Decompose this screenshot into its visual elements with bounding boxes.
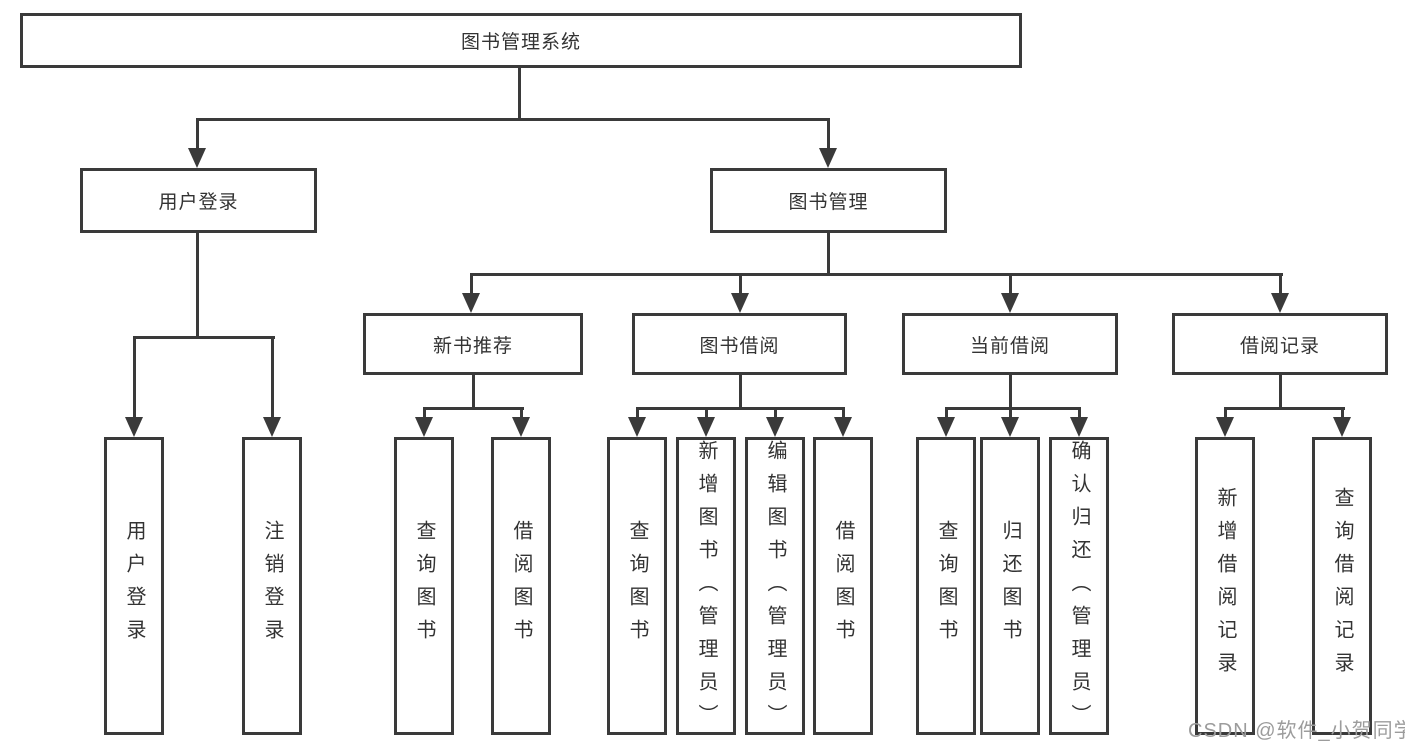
connector-drop-leaf (774, 407, 777, 420)
connector-drop-leaf (842, 407, 845, 420)
leaf-confirm-return-label: 确认归还（管理员） (1068, 440, 1090, 737)
arrow-down-icon (1271, 293, 1289, 313)
arrow-down-icon (263, 417, 281, 437)
leaf-query-book-1: 查询图书 (394, 437, 454, 735)
connector-new-book-rec-stem (472, 373, 475, 410)
connector-current-borrow-spread (945, 407, 1081, 410)
node-current-borrow: 当前借阅 (902, 313, 1118, 375)
connector-drop-leaf (1078, 407, 1081, 420)
connector-drop-leaf (636, 407, 639, 420)
arrow-down-icon (1001, 293, 1019, 313)
leaf-logout: 注销登录 (242, 437, 302, 735)
leaf-borrow-book-2: 借阅图书 (813, 437, 873, 735)
arrow-down-icon (731, 293, 749, 313)
connector-drop-leaf (133, 336, 136, 420)
arrow-down-icon (766, 417, 784, 437)
watermark: CSDN @软件_小贺同学 (1188, 720, 1405, 742)
leaf-query-book-2: 查询图书 (607, 437, 667, 735)
node-book-mgmt: 图书管理 (710, 168, 947, 233)
leaf-query-record: 查询借阅记录 (1312, 437, 1372, 735)
leaf-add-record-label: 新增借阅记录 (1214, 487, 1236, 685)
connector-borrow-records-spread (1224, 407, 1345, 410)
node-book-mgmt-label: 图书管理 (788, 192, 869, 213)
leaf-edit-book-label: 编辑图书（管理员） (764, 440, 786, 737)
connector-drop-leaf (520, 407, 523, 420)
leaf-query-record-label: 查询借阅记录 (1331, 487, 1353, 685)
leaf-confirm-return: 确认归还（管理员） (1049, 437, 1109, 737)
node-borrow-records: 借阅记录 (1172, 313, 1388, 375)
node-root: 图书管理系统 (20, 13, 1022, 68)
node-current-borrow-label: 当前借阅 (969, 335, 1050, 357)
leaf-logout-label: 注销登录 (261, 520, 283, 652)
arrow-down-icon (1333, 417, 1351, 437)
leaf-query-book-3: 查询图书 (916, 437, 976, 735)
connector-drop-user-login (196, 118, 199, 152)
connector-drop-leaf (1341, 407, 1344, 420)
node-borrow-records-label: 借阅记录 (1239, 335, 1320, 357)
node-book-borrow: 图书借阅 (632, 313, 847, 375)
connector-current-borrow-stem (1009, 373, 1012, 410)
node-user-login: 用户登录 (80, 168, 317, 233)
connector-user-login-spread (133, 336, 275, 339)
node-book-borrow-label: 图书借阅 (699, 335, 780, 357)
arrow-down-icon (512, 417, 530, 437)
connector-drop-leaf (423, 407, 426, 420)
node-user-login-label: 用户登录 (158, 192, 239, 213)
arrow-down-icon (697, 417, 715, 437)
connector-drop-current-borrow (1009, 273, 1012, 297)
connector-drop-leaf (1009, 407, 1012, 420)
connector-book-borrow-stem (739, 373, 742, 410)
connector-root-stem (518, 66, 521, 118)
arrow-down-icon (462, 293, 480, 313)
leaf-add-record: 新增借阅记录 (1195, 437, 1255, 735)
connector-drop-leaf (271, 336, 274, 420)
node-new-book-rec: 新书推荐 (363, 313, 583, 375)
leaf-query-book-3-label: 查询图书 (935, 520, 957, 652)
leaf-return-book-label: 归还图书 (999, 520, 1021, 652)
arrow-down-icon (937, 417, 955, 437)
connector-drop-leaf (945, 407, 948, 420)
connector-user-login-stem (196, 230, 199, 336)
arrow-down-icon (415, 417, 433, 437)
arrow-down-icon (628, 417, 646, 437)
connector-drop-book-borrow (739, 273, 742, 297)
arrow-down-icon (188, 148, 206, 168)
leaf-borrow-book-2-label: 借阅图书 (832, 520, 854, 652)
leaf-add-book-label: 新增图书（管理员） (695, 440, 717, 737)
connector-drop-borrow-records (1279, 273, 1282, 297)
leaf-user-login-label: 用户登录 (123, 520, 145, 652)
connector-book-mgmt-spread (470, 273, 1283, 276)
leaf-add-book: 新增图书（管理员） (676, 437, 736, 737)
leaf-user-login: 用户登录 (104, 437, 164, 735)
leaf-borrow-book-1-label: 借阅图书 (510, 520, 532, 652)
leaf-borrow-book-1: 借阅图书 (491, 437, 551, 735)
connector-drop-leaf (1224, 407, 1227, 420)
arrow-down-icon (125, 417, 143, 437)
connector-drop-leaf (705, 407, 708, 420)
arrow-down-icon (819, 148, 837, 168)
node-new-book-rec-label: 新书推荐 (432, 335, 513, 357)
leaf-edit-book: 编辑图书（管理员） (745, 437, 805, 737)
connector-root-spread (196, 118, 830, 121)
connector-book-borrow-spread (636, 407, 845, 410)
leaf-query-book-2-label: 查询图书 (626, 520, 648, 652)
connector-new-book-rec-spread (423, 407, 524, 410)
arrow-down-icon (1070, 417, 1088, 437)
connector-borrow-records-stem (1279, 373, 1282, 410)
connector-drop-new-book-rec (470, 273, 473, 297)
connector-book-mgmt-stem (827, 230, 830, 276)
connector-drop-book-mgmt (827, 118, 830, 152)
node-root-label: 图书管理系统 (460, 32, 581, 53)
arrow-down-icon (834, 417, 852, 437)
leaf-query-book-1-label: 查询图书 (413, 520, 435, 652)
leaf-return-book: 归还图书 (980, 437, 1040, 735)
arrow-down-icon (1216, 417, 1234, 437)
arrow-down-icon (1001, 417, 1019, 437)
